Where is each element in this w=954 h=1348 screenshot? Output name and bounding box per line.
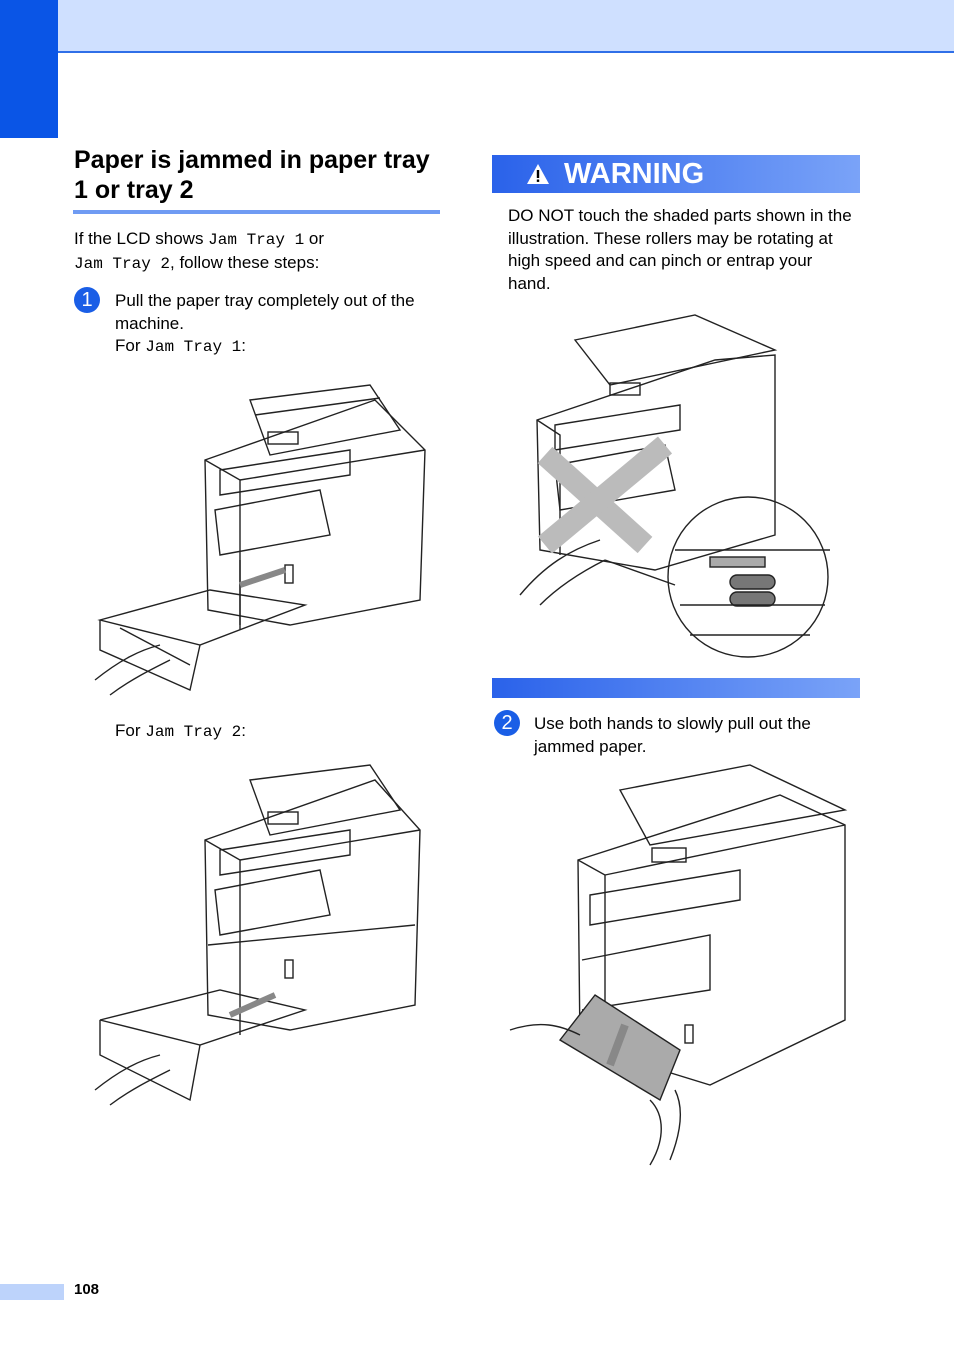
header-band [0,0,954,52]
page-number-tab [0,1284,64,1300]
tray2-code: Jam Tray 2 [145,723,242,741]
warning-text: DO NOT touch the shaded parts shown in t… [508,206,852,293]
roller-warning-illustration [519,314,830,658]
tray1-code: Jam Tray 1 [145,338,242,356]
warning-footer-bar [492,678,860,698]
for-label-2: For [115,721,146,740]
for-label: For [115,336,146,355]
warning-title: WARNING [564,158,705,190]
step-1-for-tray1: For Jam Tray 1: [115,335,246,359]
step-1-badge: 1 [74,287,100,313]
page-number: 108 [74,1281,100,1298]
jammed-paper-illustration [509,764,848,1166]
printer-tray1-illustration [94,384,426,696]
intro-code-1: Jam Tray 1 [208,231,305,249]
intro-prefix: If the LCD shows [74,229,209,248]
step-1-for-tray2: For Jam Tray 2: [115,720,246,744]
title-underline [73,210,440,214]
intro-code-2: Jam Tray 2 [74,254,171,273]
warning-triangle-icon [527,164,549,184]
colon-2: : [241,721,246,740]
chapter-tab [0,0,58,138]
intro-paragraph: If the LCD shows Jam Tray 1 or Jam Tray … [74,228,444,275]
intro-middle: or [304,229,325,248]
warning-banner: WARNING [492,155,860,193]
header-rule [58,51,954,53]
step-1-text: Pull the paper tray completely out of th… [115,291,415,333]
colon: : [241,336,246,355]
intro-suffix: , follow these steps: [170,252,320,272]
step-2-badge: 2 [494,710,520,736]
printer-tray2-illustration [94,764,421,1106]
section-title: Paper is jammed in paper tray 1 or tray … [74,146,430,204]
step-2-text: Use both hands to slowly pull out the ja… [534,714,811,756]
